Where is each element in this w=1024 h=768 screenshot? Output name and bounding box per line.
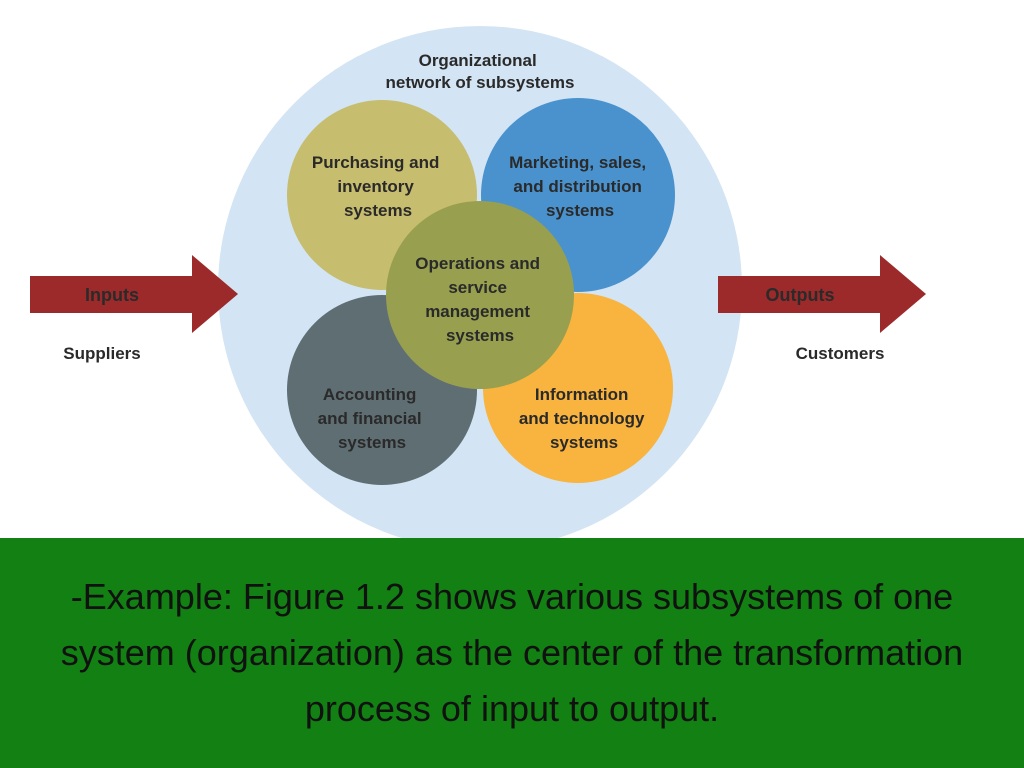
inputs-label: Inputs [85, 285, 139, 305]
inputs-arrow [30, 255, 238, 333]
caption-text: -Example: Figure 1.2 shows various subsy… [60, 576, 964, 729]
caption-banner: -Example: Figure 1.2 shows various subsy… [0, 538, 1024, 768]
accounting-label: Accounting and financial systems [318, 385, 427, 452]
suppliers-label: Suppliers [63, 344, 140, 363]
operations-circle [386, 201, 574, 389]
network-label: Organizational network of subsystems [386, 51, 575, 92]
marketing-label: Marketing, sales, and distribution syste… [509, 153, 651, 220]
outputs-arrow [718, 255, 926, 333]
outputs-label: Outputs [766, 285, 835, 305]
subsystems-diagram: Organizational network of subsystems Pur… [30, 26, 926, 538]
purchasing-label: Purchasing and inventory systems [312, 153, 444, 220]
customers-label: Customers [796, 344, 885, 363]
operations-label: Operations and service management system… [415, 254, 544, 345]
information-label: Information and technology systems [519, 385, 649, 452]
